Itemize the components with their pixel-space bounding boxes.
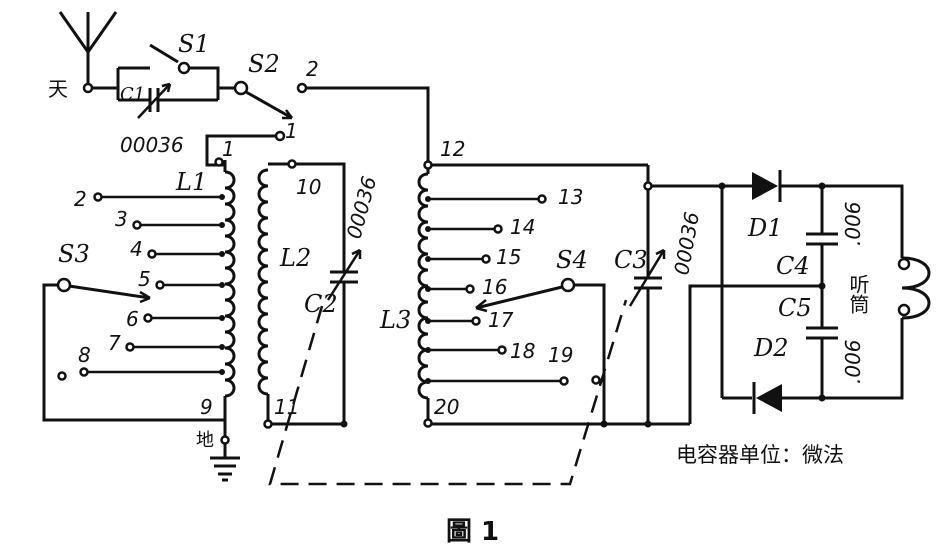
- l1-tap-5: 5: [138, 267, 151, 291]
- c2-value: 00036: [342, 174, 382, 242]
- c1-value: 00036: [120, 133, 184, 157]
- l3-tap-17: 17: [488, 308, 514, 332]
- l2-tap-10: 10: [296, 175, 321, 199]
- capacitor-c1: [118, 82, 218, 119]
- l1-taps: [79, 192, 225, 377]
- capacitor-c2: [272, 162, 362, 428]
- l2-label: L2: [279, 244, 311, 272]
- l1-tap-2: 2: [74, 187, 87, 211]
- l1-tap-8: 8: [78, 343, 91, 367]
- antenna-label: 天: [48, 77, 68, 101]
- d2-label: D2: [753, 334, 789, 362]
- c4-label: C4: [776, 252, 810, 280]
- l3-tap-15: 15: [496, 245, 521, 269]
- l1-tap-9: 9: [200, 395, 213, 419]
- l3-tap-20: 20: [434, 395, 459, 419]
- ground-symbol: [210, 420, 240, 482]
- s2-label: S2: [248, 50, 280, 78]
- l3-tap-14: 14: [510, 215, 535, 239]
- c1-label: C1: [120, 84, 145, 105]
- l1-tap-3: 3: [115, 207, 128, 231]
- l3-taps: [425, 194, 569, 386]
- unit-note: 电容器单位：微法: [676, 443, 844, 467]
- l3-tap-16: 16: [482, 275, 507, 299]
- c4-value: .006: [841, 201, 865, 246]
- earphone: [822, 184, 931, 400]
- s2-pos-1: 1: [285, 119, 298, 143]
- coil-l1: [223, 160, 236, 420]
- l1-label: L1: [175, 168, 207, 196]
- switch-s4: [475, 277, 606, 424]
- capacitor-c3: [628, 190, 666, 424]
- c3-value: 00036: [669, 210, 704, 277]
- l3-tap-13: 13: [558, 185, 583, 209]
- l1-tap-1: 1: [222, 137, 235, 161]
- capacitor-c4: [806, 186, 838, 286]
- diode-d2: [722, 382, 822, 414]
- s4-label: S4: [556, 246, 588, 274]
- switch-s3: [42, 277, 225, 422]
- s2-pos-2: 2: [306, 57, 319, 81]
- l3-tap-19: 19: [548, 343, 573, 367]
- c5-value: .006: [841, 339, 865, 384]
- coil-l2: [257, 159, 297, 429]
- ground-label: 地: [196, 430, 214, 451]
- s3-label: S3: [58, 240, 90, 268]
- l3-tap-18: 18: [510, 339, 535, 363]
- s1-label: S1: [178, 30, 210, 58]
- figure-caption: 圖 1: [446, 517, 499, 547]
- capacitor-c5: [806, 286, 838, 398]
- l1-tap-7: 7: [108, 331, 121, 355]
- antenna-symbol: [58, 11, 118, 94]
- l3-tap-12: 12: [440, 137, 465, 161]
- d1-label: D1: [747, 214, 783, 242]
- diode-d1: [722, 170, 822, 202]
- earphone-label-1: 听筒: [846, 274, 870, 314]
- gang-link: [268, 299, 628, 486]
- l3-label: L3: [379, 306, 411, 334]
- l1-tap-6: 6: [126, 307, 139, 331]
- l1-tap-4: 4: [130, 237, 143, 261]
- c3-label: C3: [614, 246, 648, 274]
- c5-label: C5: [778, 294, 812, 322]
